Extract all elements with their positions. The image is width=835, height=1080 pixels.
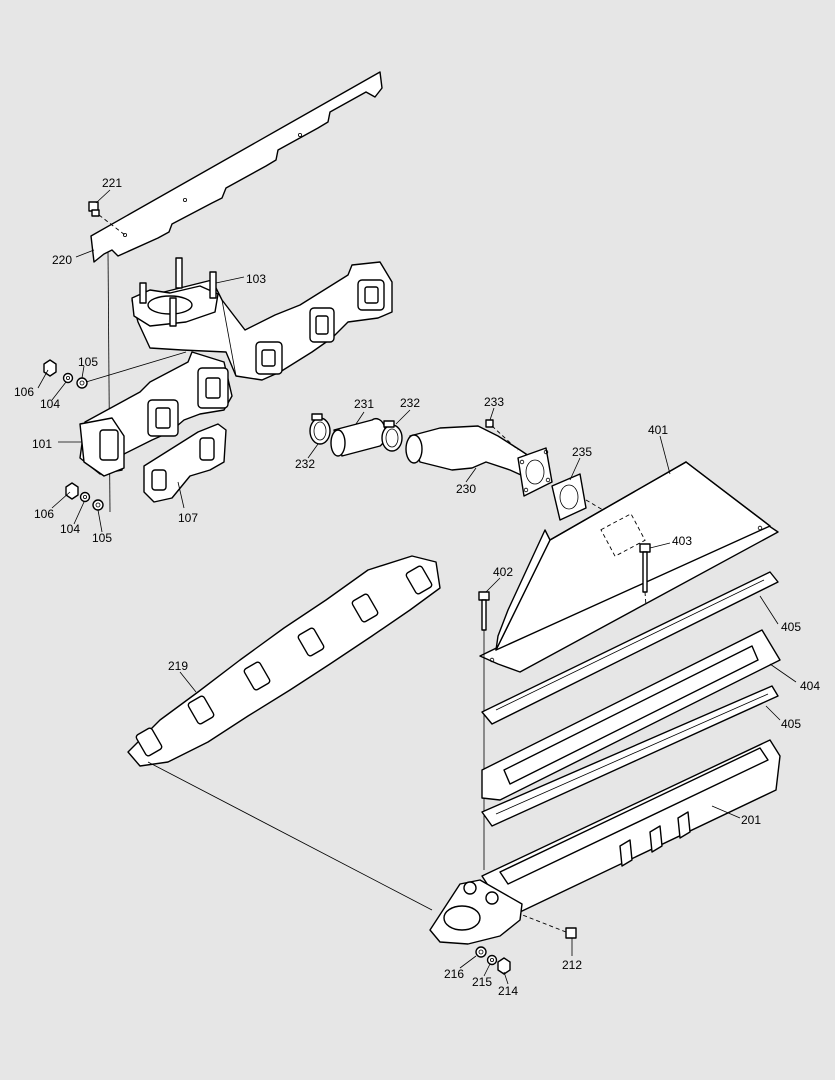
leader-lines: [37, 189, 797, 985]
label-219: 219: [168, 659, 188, 673]
exhaust-manifold-103: [131, 257, 393, 381]
label-215: 215: [472, 975, 492, 989]
pipe-230: [405, 425, 553, 497]
label-233: 233: [484, 395, 504, 409]
label-232-right: 232: [400, 396, 420, 410]
label-106-upper: 106: [14, 385, 34, 399]
nut-washer-set-bottom: [475, 946, 511, 975]
part-labels: 221 220 103 106 105 104 101 106 104 105 …: [14, 176, 820, 998]
label-220: 220: [52, 253, 72, 267]
label-232-left: 232: [295, 457, 315, 471]
bolt-402: [478, 591, 490, 870]
label-214: 214: [498, 984, 518, 998]
label-104-upper: 104: [40, 397, 60, 411]
label-107: 107: [178, 511, 198, 525]
label-201: 201: [741, 813, 761, 827]
gasket-405-upper: [481, 571, 779, 725]
nut-washer-set-lower: [65, 482, 104, 511]
label-221: 221: [102, 176, 122, 190]
hose-231: [330, 417, 387, 457]
bolt-221: [88, 201, 126, 236]
bolt-233: [485, 419, 519, 451]
label-403: 403: [672, 534, 692, 548]
label-216: 216: [444, 967, 464, 981]
gasket-107: [143, 423, 227, 503]
label-401: 401: [648, 423, 668, 437]
label-104-lower: 104: [60, 522, 80, 536]
label-212: 212: [562, 958, 582, 972]
exhaust-manifold-101: [79, 351, 233, 477]
clamp-232-left: [309, 413, 331, 445]
spacer-404: [481, 629, 781, 801]
nut-washer-set-upper: [43, 351, 187, 389]
label-101: 101: [32, 437, 52, 451]
label-402: 402: [493, 565, 513, 579]
bolt-212: [519, 913, 577, 939]
label-103: 103: [246, 272, 266, 286]
heat-shield-220: [90, 71, 383, 263]
intake-manifold-201: [429, 739, 781, 945]
gasket-405-lower: [481, 685, 779, 827]
label-404: 404: [800, 679, 820, 693]
label-106-lower: 106: [34, 507, 54, 521]
label-405-upper: 405: [781, 620, 801, 634]
gasket-219: [127, 555, 441, 911]
label-235: 235: [572, 445, 592, 459]
label-230: 230: [456, 482, 476, 496]
clamp-232-right: [381, 420, 403, 452]
label-405-lower: 405: [781, 717, 801, 731]
label-105-lower: 105: [92, 531, 112, 545]
label-105-upper: 105: [78, 355, 98, 369]
label-231: 231: [354, 397, 374, 411]
cover-401: [479, 461, 779, 673]
